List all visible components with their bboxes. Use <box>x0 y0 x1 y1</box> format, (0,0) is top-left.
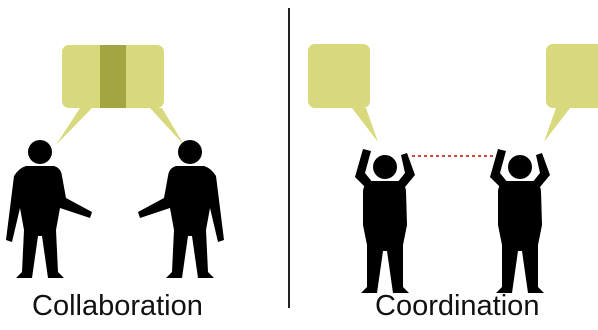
person-icon <box>138 140 224 278</box>
coordination-caption: Coordination <box>375 290 539 323</box>
speech-bubble-tail-left <box>352 108 378 142</box>
speech-bubble-tail-right <box>544 108 570 142</box>
person-on-phone-icon <box>355 149 415 293</box>
speech-bubble-tail-right <box>150 108 184 145</box>
person-icon <box>6 140 92 278</box>
person-on-phone-icon <box>490 149 550 293</box>
speech-bubble-icon <box>308 44 370 108</box>
speech-bubble-tail-left <box>56 108 92 145</box>
bubble-overlap <box>100 45 126 108</box>
collaboration-panel <box>6 45 224 278</box>
coordination-panel <box>308 44 598 293</box>
collaboration-caption: Collaboration <box>32 290 203 323</box>
speech-bubble-icon <box>546 44 598 108</box>
